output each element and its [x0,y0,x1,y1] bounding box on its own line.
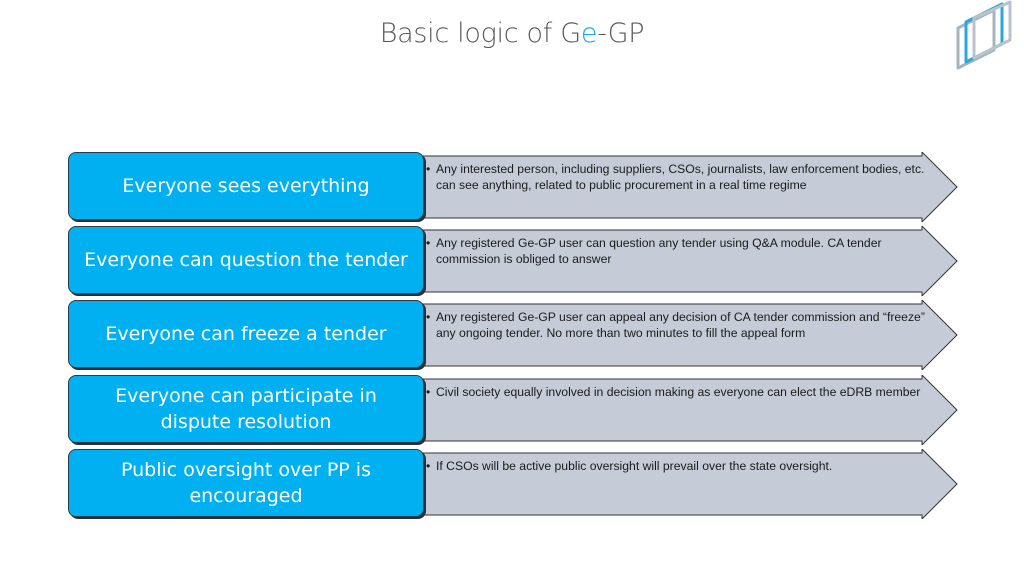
logic-row: • Any registered Ge-GP user can appeal an… [68,300,958,370]
detail-text: Any registered Ge-GP user can question a… [436,236,882,266]
logic-row: • If CSOs will be active public oversight… [68,449,958,519]
arrow-shape [408,449,958,519]
title-accent: e [580,18,598,49]
row-detail: • If CSOs will be active public oversight… [426,458,946,474]
bullet: • [426,459,431,473]
detail-text: Any interested person, including supplie… [436,162,925,192]
row-label-box: Everyone can question the tender [68,226,424,294]
slide-title: Basic logic of Ge-GP [0,18,1024,49]
row-detail: • Any interested person, including suppli… [426,161,946,193]
title-prefix: Basic logic of G [379,18,581,49]
logo-icon [956,0,1012,70]
logic-row: • Civil society equally involved in decis… [68,375,958,445]
bullet: • [426,385,431,399]
row-detail: • Any registered Ge-GP user can appeal an… [426,309,946,341]
detail-text: Civil society equally involved in decisi… [436,385,921,399]
row-label-box: Public oversight over PP is encouraged [68,449,424,517]
row-label-box: Everyone can participate in dispute reso… [68,375,424,443]
logic-row: • Any registered Ge-GP user can question … [68,226,958,296]
row-detail: • Any registered Ge-GP user can question … [426,235,946,267]
bullet: • [426,310,431,324]
bullet: • [426,236,431,250]
row-detail: • Civil society equally involved in decis… [426,384,946,400]
bullet: • [426,162,431,176]
detail-text: Any registered Ge-GP user can appeal any… [436,310,925,340]
logic-row: • Any interested person, including suppli… [68,152,958,222]
arrow-shape [408,375,958,445]
arrow-shape [408,152,958,222]
row-label-box: Everyone can freeze a tender [68,300,424,368]
title-suffix: -GP [597,18,645,49]
arrow-shape [408,300,958,370]
detail-text: If CSOs will be active public oversight … [436,459,833,473]
arrow-shape [408,226,958,296]
row-label-box: Everyone sees everything [68,152,424,220]
